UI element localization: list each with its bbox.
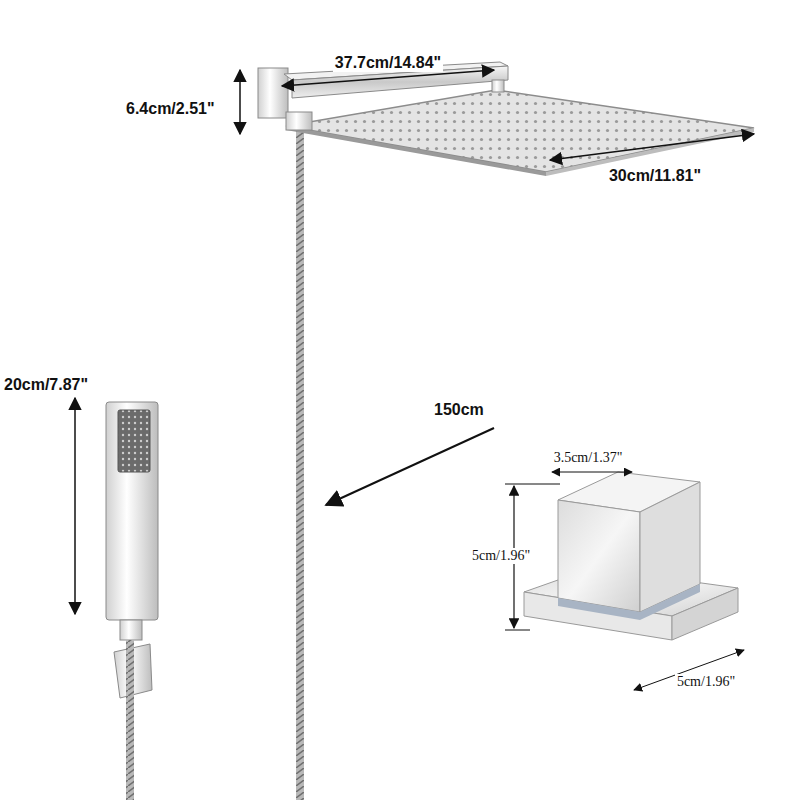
dimension-line — [74, 398, 76, 614]
dimension-label: 30cm/11.81" — [607, 167, 703, 185]
wall-bracket — [258, 68, 288, 118]
rain-shower-head — [286, 90, 754, 172]
knob-cube — [558, 500, 640, 612]
dimension-label: 150cm — [432, 401, 486, 419]
knob-trim — [558, 584, 700, 620]
hand-shower — [106, 402, 158, 620]
dimension-line — [239, 70, 241, 134]
ball-joint — [492, 80, 504, 92]
extension-line — [505, 630, 530, 631]
dimension-label: 37.7cm/14.84" — [333, 54, 443, 72]
dimension-label: 5cm/1.96" — [675, 674, 737, 690]
shower-hose — [126, 640, 134, 800]
dimension-label: 20cm/7.87" — [2, 376, 90, 394]
extension-line — [505, 484, 560, 485]
hose-nut — [120, 620, 142, 640]
dimension-label: 3.5cm/1.37" — [552, 450, 625, 466]
dimension-line — [550, 134, 754, 160]
dimension-line — [282, 70, 494, 86]
dimension-label: 5cm/1.96" — [470, 548, 532, 564]
dimension-line — [634, 650, 744, 690]
pointer-arrow — [326, 428, 494, 505]
dimension-label: 6.4cm/2.51" — [124, 100, 217, 118]
hand-shower-nozzles — [118, 410, 150, 472]
dimension-line — [552, 472, 632, 473]
rain-head-edge — [286, 126, 546, 176]
shower-hose — [296, 128, 304, 800]
hose-outlet — [286, 112, 312, 130]
